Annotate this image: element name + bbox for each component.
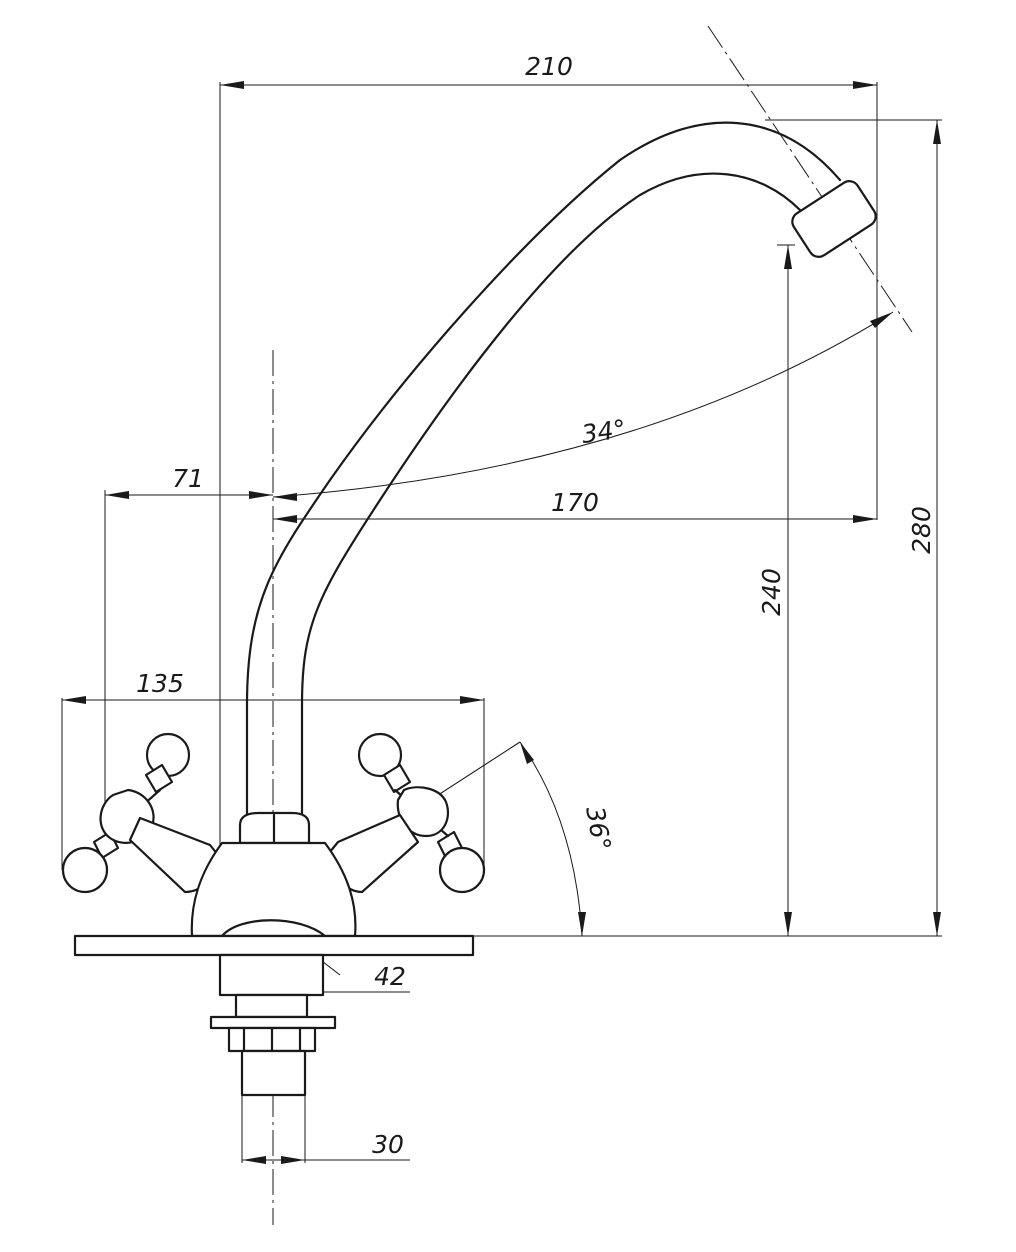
dim-handle-angle: 36° <box>519 741 616 937</box>
shank-assembly <box>209 953 337 1097</box>
spout-nut <box>238 811 311 845</box>
dim-spout-reach: 210 <box>220 52 877 89</box>
dim-spout-height: 280 <box>907 120 941 936</box>
label-30: 30 <box>372 1130 404 1159</box>
label-240: 240 <box>757 568 786 616</box>
label-71: 71 <box>172 464 204 493</box>
mounting-plate <box>73 934 475 957</box>
handle-right <box>323 732 486 894</box>
spout-inner-contour <box>300 172 802 817</box>
base-plate <box>73 934 475 957</box>
aerator <box>791 180 877 258</box>
label-280: 280 <box>907 506 936 554</box>
dim-spout-angle: 34° <box>272 311 894 501</box>
label-170: 170 <box>551 488 599 517</box>
label-36deg: 36° <box>580 804 616 853</box>
dim-handle-span: 135 <box>62 669 484 704</box>
label-135: 135 <box>136 669 184 698</box>
knob-right-upper <box>357 732 403 778</box>
label-42: 42 <box>374 962 406 991</box>
spout-outer-contour <box>245 121 842 817</box>
lower-shank <box>240 1049 307 1097</box>
aerator-nozzle <box>791 180 877 258</box>
aerator-axis <box>707 25 913 333</box>
dim-handle-offset: 71 <box>105 464 273 499</box>
dim-outlet-height: 240 <box>757 245 792 936</box>
knob-left-lower <box>61 846 109 894</box>
valve-body <box>190 841 357 938</box>
valve-body-shell <box>190 841 357 938</box>
washer <box>209 1015 337 1030</box>
spout <box>245 121 842 817</box>
shank-neck <box>234 993 309 1019</box>
knob-right-lower <box>438 846 486 894</box>
dim-spout-from-axis: 170 <box>273 488 877 523</box>
label-34deg: 34° <box>580 414 628 449</box>
upper-shank <box>218 953 325 997</box>
label-210: 210 <box>525 52 573 81</box>
handle-left <box>61 732 224 894</box>
dim-shank-diameter: 30 <box>242 1130 410 1164</box>
